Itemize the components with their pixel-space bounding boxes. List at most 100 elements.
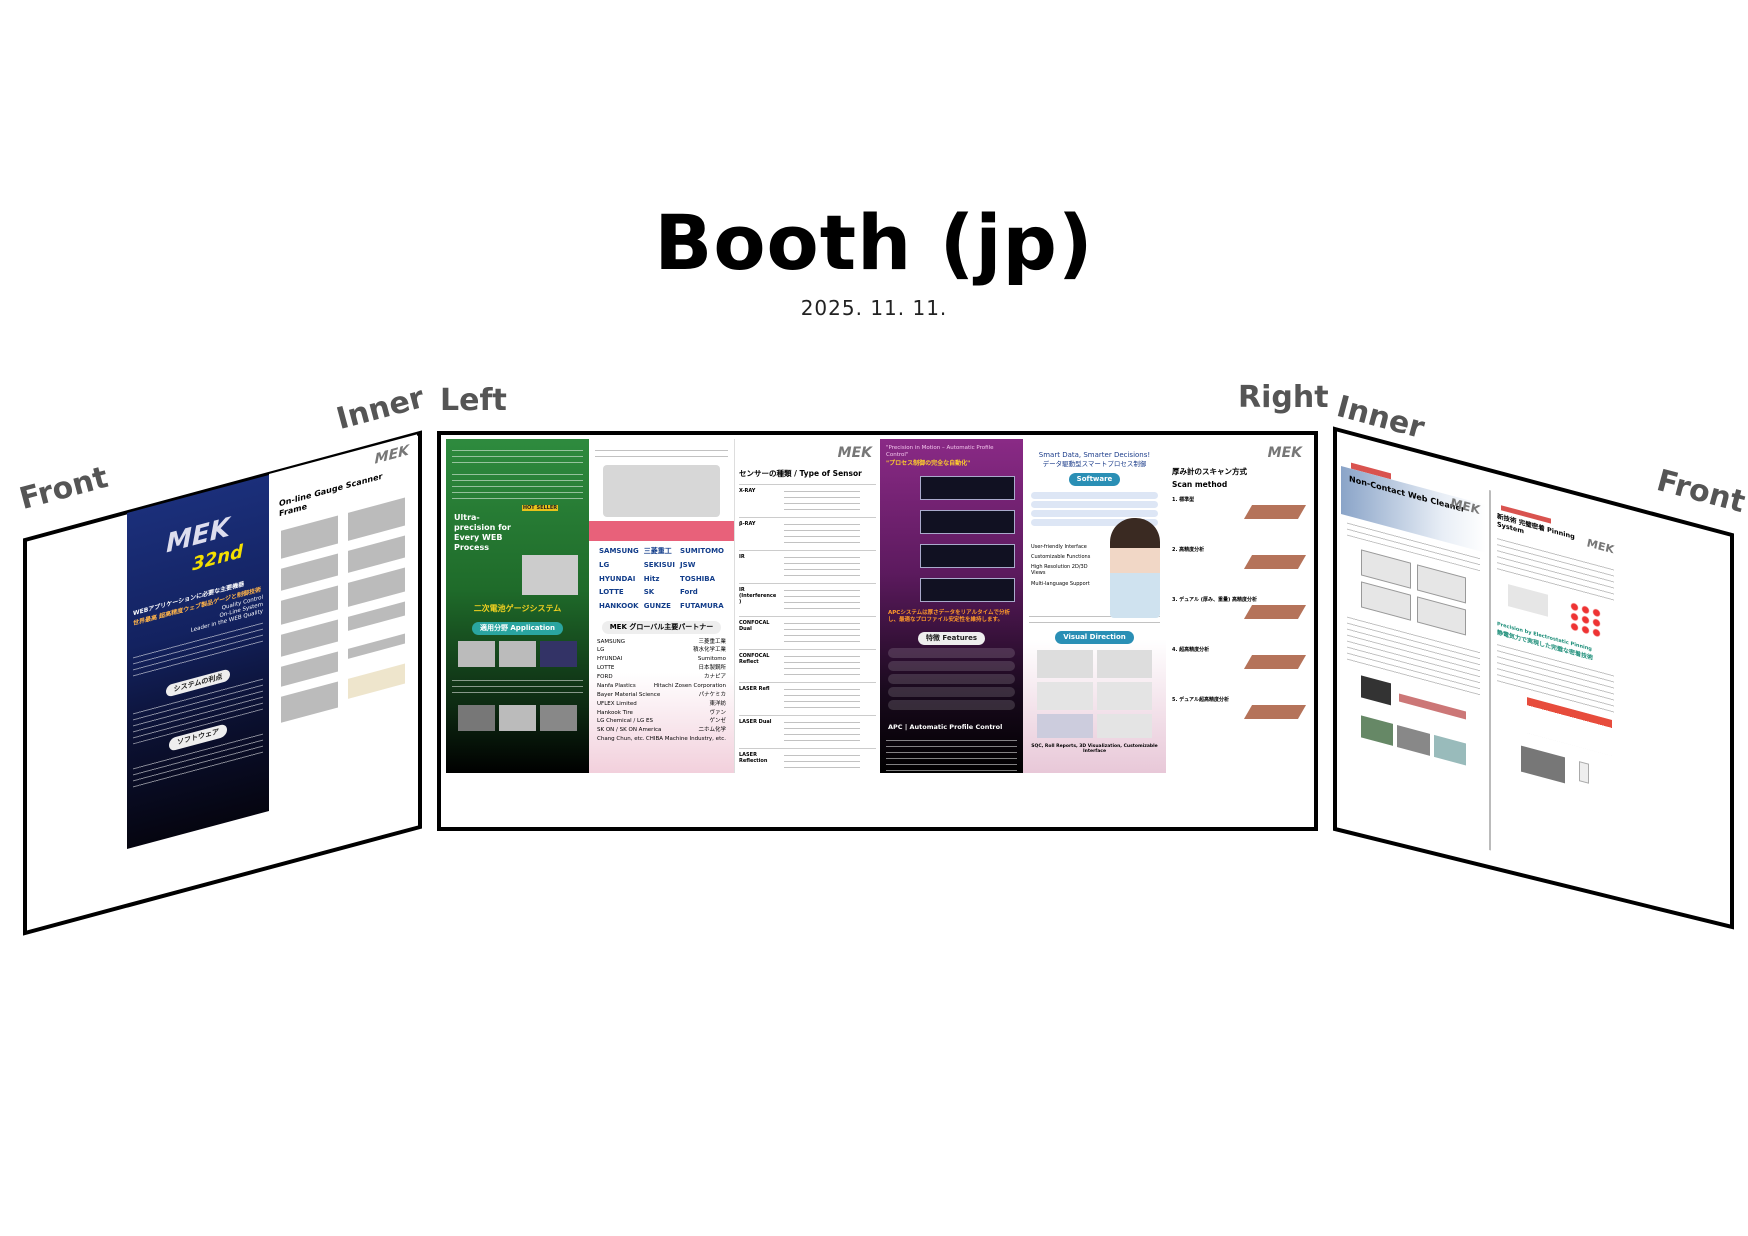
partner-name: CHIBA Machine Industry, etc. <box>645 736 726 743</box>
partner-row: Hankook Tire ヴァン <box>589 709 734 718</box>
partner-logo: SUMITOMO <box>680 547 724 555</box>
partner-row: Chang Chun, etc.CHIBA Machine Industry, … <box>589 735 734 744</box>
partner-row: HYUNDAI Sumitomo <box>589 655 734 664</box>
partner-name: 三菱重工業 <box>698 638 726 645</box>
sensor-type: LASER Dual <box>739 718 772 725</box>
sensor-type: IR (Interference) <box>739 586 777 606</box>
partner-name: LOTTE <box>597 665 615 672</box>
partner-logo: JSW <box>680 560 696 569</box>
label-center-left: Left <box>440 383 507 418</box>
banner <box>589 521 734 541</box>
partner-name: 東洋紡 <box>709 700 726 707</box>
partner-logo: Hitz <box>643 574 660 583</box>
scan-method-item: 1. 標準型 <box>1166 493 1310 543</box>
feature-bullet-text: High Resolution 2D/3D Views <box>1031 564 1088 577</box>
poster-apc: "Precision in Motion – Automatic Profile… <box>880 439 1023 773</box>
gauge-image <box>522 555 578 596</box>
quote-en: "Precision in Motion – Automatic Profile… <box>886 445 994 458</box>
software-list <box>1023 486 1166 532</box>
partner-name: ヴァン <box>709 709 726 716</box>
label-center-right: Right <box>1238 380 1329 415</box>
sensor-description <box>784 619 860 644</box>
partner-name: HYUNDAI <box>597 656 623 663</box>
feature-bullet: High Resolution 2D/3D Views <box>1031 564 1095 577</box>
summary: APCシステムは厚さデータをリアルタイムで分析し、最適なプロファイル安定性を維持… <box>888 610 1010 624</box>
partner-name: パナケミカ <box>698 691 726 698</box>
poster-title: Non-Contact Web Cleaner <box>1349 474 1465 515</box>
partner-name: Hankook Tire <box>597 709 633 716</box>
partner-name: ゲンゼ <box>709 718 726 725</box>
hot-seller-badge: HOT SELLER <box>522 505 558 512</box>
partner-logo: FUTAMURA <box>680 602 724 610</box>
sensor-row: IR (Interference) <box>739 582 876 616</box>
partner-logo: GUNZE <box>643 602 671 610</box>
partner-logo: SEKISUI <box>643 560 675 569</box>
scan-method-label: 3. デュアル (厚み、重量) 高精度分析 <box>1172 597 1258 604</box>
scan-frame-illustration <box>1243 705 1307 720</box>
partner-name: Sumitomo <box>697 656 726 663</box>
poster-battery-gauge: HOT SELLER Ultra-precision for Every WEB… <box>446 439 589 773</box>
application-photos <box>446 635 589 673</box>
title-en: Smart Data, Smarter Decisions! <box>1038 451 1151 459</box>
title-jp: データ駆動型スマートプロセス制御 <box>1042 459 1147 468</box>
caption: SQC, Roll Reports, 3D Visualization, Cus… <box>1031 743 1158 755</box>
partner-name: Bayer Material Science <box>597 691 661 698</box>
partner-name: LG Chemical / LG ES <box>597 718 653 725</box>
scan-method-item: 2. 高精度分析 <box>1166 543 1310 593</box>
mek-logo: MEK <box>1267 445 1302 461</box>
scanner-frame-gallery <box>269 486 417 734</box>
scan-method-label: 4. 超高精度分析 <box>1172 647 1210 654</box>
text-block <box>452 471 583 501</box>
sensor-type: X-RAY <box>739 487 756 494</box>
scan-method-label: 1. 標準型 <box>1172 497 1195 504</box>
world-map <box>603 465 720 517</box>
sensor-row: CONFOCAL Dual <box>739 615 876 649</box>
partner-logo: HYUNDAI <box>599 574 636 583</box>
partner-row: FORD カナピア <box>589 673 734 682</box>
partner-row: SAMSUNG 三菱重工業 <box>589 638 734 647</box>
apc-title: APC | Automatic Profile Control <box>888 722 1003 731</box>
feature-bullet: Multi-language Support <box>1031 581 1095 587</box>
partner-name: SAMSUNG <box>597 638 625 645</box>
partner-logo: SAMSUNG <box>599 547 639 555</box>
partner-logo: TOSHIBA <box>680 574 716 583</box>
poster-scanner-frame: MEK On-line Gauge Scanner Frame <box>269 434 417 830</box>
sensor-row: LASER Reflection <box>739 747 876 773</box>
partner-name: SK ON / SK ON America <box>597 727 662 734</box>
poster-pinning-system: 新技術 完璧密着 Pinning System MEK Precision by… <box>1489 490 1620 886</box>
feature-bullet-text: User-friendly Interface <box>1031 543 1087 550</box>
partner-row: LG Chemical / LG ES ゲンゼ <box>589 717 734 726</box>
headline: Ultra-precision for Every WEB Process <box>454 513 511 553</box>
quote-jp: "プロセス制御の完全な自動化" <box>886 459 971 467</box>
scan-method-item: 3. デュアル (厚み、重量) 高精度分析 <box>1166 593 1310 643</box>
sensor-type: LASER Refl <box>739 685 770 692</box>
partner-name: FORD <box>597 674 613 680</box>
sensor-description <box>784 487 860 512</box>
scan-method-label: 2. 高精度分析 <box>1172 547 1205 554</box>
visual-direction-button: Visual Direction <box>1055 630 1134 644</box>
sensor-type: CONFOCAL Dual <box>739 619 770 633</box>
partner-name: カナピア <box>703 674 726 680</box>
page-title: Booth (jp) <box>654 198 1094 287</box>
partner-logo: HANKOOK <box>599 602 639 610</box>
scan-frame-illustration <box>1243 605 1307 620</box>
mek-logo: MEK <box>1587 536 1614 557</box>
spokesperson-image <box>1110 517 1160 618</box>
poster-title: センサーの種類 / Type of Sensor <box>739 468 862 478</box>
sensor-row: LASER Refl <box>739 681 876 715</box>
sensor-description <box>784 718 860 743</box>
text-block <box>452 447 583 467</box>
sensor-row: X-RAY <box>739 483 876 517</box>
partner-logo: SK <box>643 588 655 597</box>
software-button: Software <box>1068 472 1121 486</box>
poster-smart-data: Smart Data, Smarter Decisions! データ駆動型スマー… <box>1023 439 1166 773</box>
partner-row: Bayer Material Science パナケミカ <box>589 691 734 700</box>
sensor-description <box>784 520 860 545</box>
